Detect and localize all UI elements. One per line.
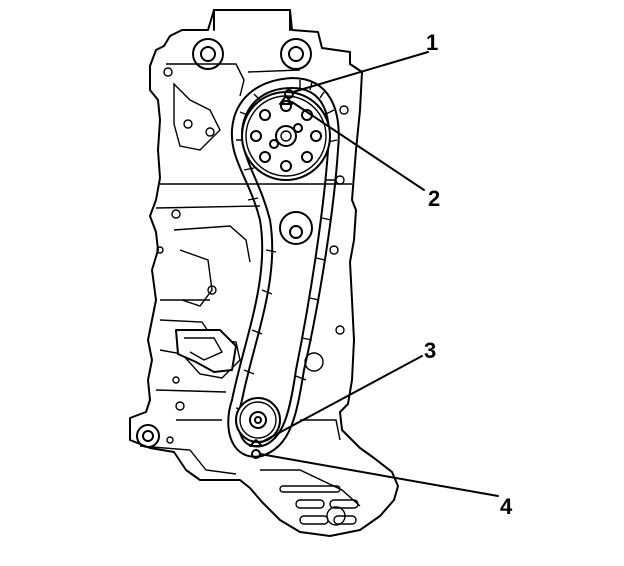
engine-block xyxy=(129,9,399,537)
leader-line-4 xyxy=(259,453,499,497)
chain-tensioner xyxy=(175,329,237,373)
oil-pan-slots xyxy=(279,485,359,526)
upper-mount-bolts xyxy=(192,38,312,70)
callout-4: 4 xyxy=(500,494,513,519)
lower-mount-bolt xyxy=(136,424,160,448)
leader-line-3 xyxy=(261,355,423,443)
camshaft-sprocket xyxy=(241,91,331,181)
leader-lines xyxy=(259,51,499,497)
callout-1: 1 xyxy=(426,30,438,55)
cam-sprocket-mark xyxy=(279,95,293,105)
leader-line-1 xyxy=(292,51,429,93)
callout-3: 3 xyxy=(424,338,436,363)
crank-sprocket-mark xyxy=(249,439,263,447)
idler-boss xyxy=(279,211,324,372)
leader-line-2 xyxy=(291,101,425,191)
crankshaft-sprocket xyxy=(235,397,281,443)
callout-2: 2 xyxy=(428,186,440,211)
cam-chain-mark xyxy=(284,89,294,99)
